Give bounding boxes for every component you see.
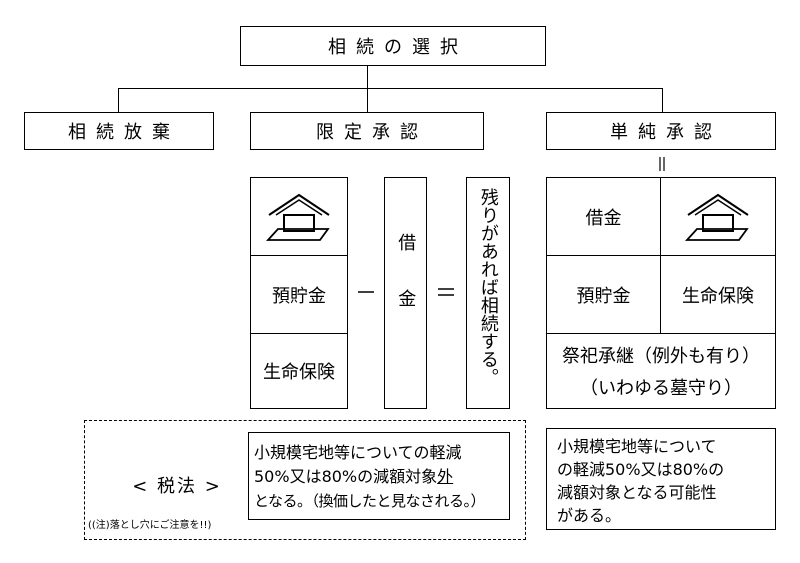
connector-horizontal xyxy=(118,88,662,89)
simple-assets-grid: 借金 預貯金 生命保険 祭祀承継（例外も有り） （いわゆる墓守り） xyxy=(546,177,776,409)
connector-vertical-top xyxy=(367,66,368,88)
simple-deposit-cell: 預貯金 xyxy=(547,256,661,334)
equivalence-marker xyxy=(650,154,674,174)
remainder-box: 残りがあれば相続する。 xyxy=(466,177,510,409)
tax-exclusion-line3: となる。（換価したと見なされる。） xyxy=(254,492,486,510)
tax-exclusion-line1: 小規模宅地等についての軽減 xyxy=(254,443,462,462)
limited-debt-label: 借金 xyxy=(395,233,417,345)
limited-deposit-label: 預貯金 xyxy=(272,285,326,307)
ritual-succession-label: 祭祀承継（例外も有り） xyxy=(562,346,760,367)
simple-insurance-cell: 生命保険 xyxy=(661,256,775,334)
tax-law-frame xyxy=(84,420,526,540)
connector-right-drop xyxy=(662,88,663,112)
tax-law-note: ((注)落とし穴にご注意を!!) xyxy=(88,513,248,532)
limited-debt-box: 借金 xyxy=(384,177,427,409)
simple-debt-cell: 借金 xyxy=(547,178,661,256)
tax-exclusion-line2-text: 50%又は80%の減額対象 xyxy=(254,467,438,486)
minus-operator xyxy=(352,280,380,304)
house-icon xyxy=(265,193,330,241)
inheritance-choice-title-box: 相続の選択 xyxy=(240,26,546,66)
simple-tax-line3: 減額対象となる可能性 xyxy=(557,483,717,502)
connector-center-drop xyxy=(367,88,368,112)
simple-approval-option-box: 単純承認 xyxy=(546,112,776,150)
minus-sign-icon xyxy=(358,291,374,293)
tax-law-heading: < 税法 > xyxy=(118,472,236,498)
simple-ritual-cell: 祭祀承継（例外も有り） （いわゆる墓守り） xyxy=(547,334,775,408)
parallel-lines-icon xyxy=(659,157,665,171)
limited-house-cell xyxy=(251,178,347,256)
simple-debt-label: 借金 xyxy=(585,207,622,229)
tax-exclusion-line2: 50%又は80%の減額対象外 xyxy=(254,465,509,489)
connector-left-drop xyxy=(118,88,119,112)
simple-insurance-label: 生命保険 xyxy=(682,285,754,307)
grave-keeper-label: （いわゆる墓守り） xyxy=(580,378,742,399)
limited-deposit-cell: 預貯金 xyxy=(251,256,347,334)
tax-exclusion-box: 小規模宅地等についての軽減 50%又は80%の減額対象外 となる。（換価したと見… xyxy=(248,432,510,520)
renounce-option-box: 相続放棄 xyxy=(24,112,214,150)
remainder-label: 残りがあれば相続する。 xyxy=(477,188,499,386)
renounce-option-label: 相続放棄 xyxy=(68,122,180,143)
house-icon xyxy=(684,193,749,241)
simple-tax-box: 小規模宅地等について の軽減50%又は80%の 減額対象となる可能性 がある。 xyxy=(546,428,776,530)
tax-exclusion-emphasis: 外 xyxy=(437,467,454,486)
limited-insurance-cell: 生命保険 xyxy=(251,334,347,408)
simple-tax-line1: 小規模宅地等について xyxy=(557,437,717,456)
equals-operator xyxy=(432,280,460,304)
simple-tax-line2: の軽減50%又は80%の xyxy=(557,460,725,479)
pitfall-note: ((注)落とし穴にご注意を!!) xyxy=(88,520,212,531)
simple-house-cell xyxy=(661,178,775,256)
limited-assets-column: 預貯金 生命保険 xyxy=(250,177,348,409)
simple-approval-option-label: 単純承認 xyxy=(610,122,722,143)
limited-approval-option-box: 限定承認 xyxy=(250,112,484,150)
equals-sign-icon xyxy=(438,288,454,296)
simple-deposit-label: 預貯金 xyxy=(576,285,631,307)
simple-tax-line4: がある。 xyxy=(557,506,622,525)
tax-law-label: < 税法 > xyxy=(132,476,222,497)
inheritance-choice-title: 相続の選択 xyxy=(328,37,468,58)
limited-approval-option-label: 限定承認 xyxy=(316,122,428,143)
limited-insurance-label: 生命保険 xyxy=(263,362,335,383)
